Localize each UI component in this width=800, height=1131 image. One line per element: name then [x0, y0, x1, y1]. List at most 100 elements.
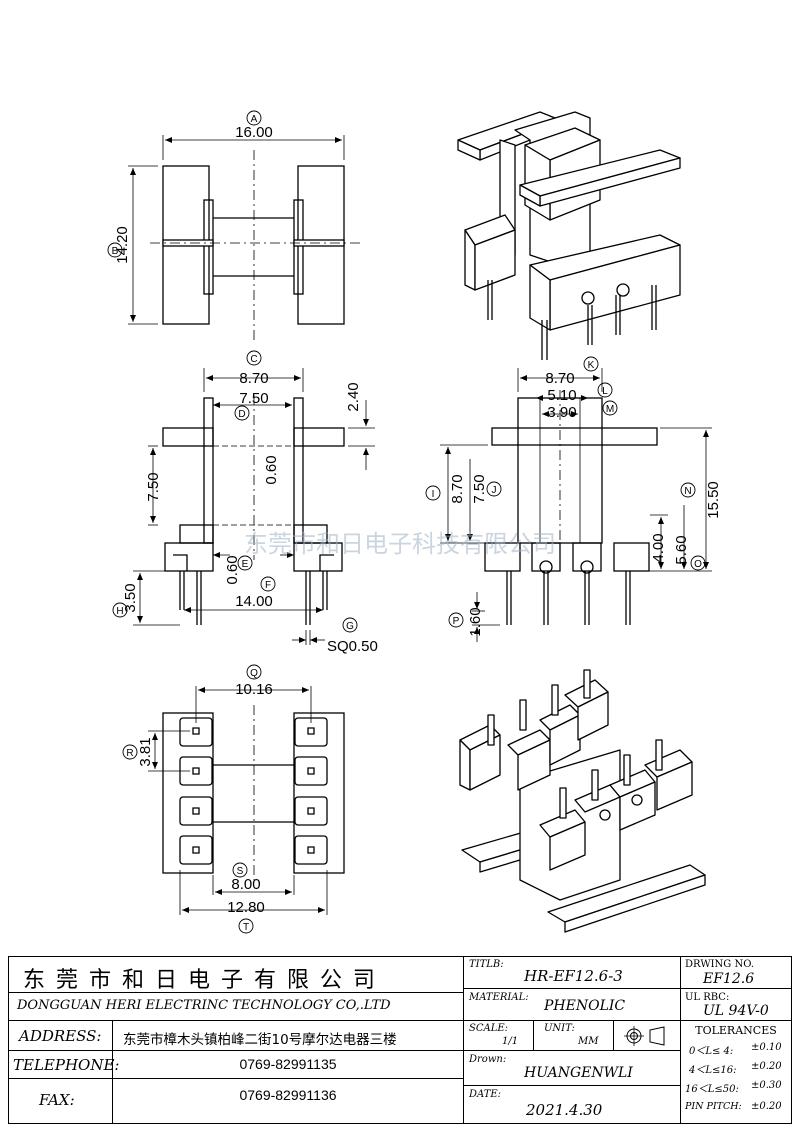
tag-T: T [243, 922, 249, 933]
tag-C: C [250, 354, 257, 365]
tol2-value: ±0.20 [751, 1061, 782, 1072]
address-value: 东莞市樟木头镇柏峰二街10号摩尔达电器三楼 [123, 1032, 397, 1048]
fax-label: FAX: [39, 1091, 75, 1109]
tag-M: M [606, 404, 614, 415]
tag-D: D [238, 409, 245, 420]
title-block: 东 莞 市 和 日 电 子 有 限 公 司 DONGGUAN HERI ELEC… [8, 956, 792, 1124]
tag-K: K [588, 360, 595, 371]
dim-E-value: 0.60 [224, 555, 241, 584]
dim-D-value: 7.50 [239, 390, 268, 407]
tol1-value: ±0.10 [751, 1042, 782, 1053]
front-view [112, 350, 375, 645]
top-view [107, 110, 360, 340]
dim-T-value: 12.80 [227, 899, 265, 916]
dim-J-value: 7.50 [471, 474, 488, 503]
tag-R: R [126, 748, 133, 759]
scale-value: 1/1 [502, 1036, 519, 1047]
isometric-view-top [457, 111, 681, 360]
dim-S-value: 8.00 [231, 876, 260, 893]
material-value: PHENOLIC [544, 998, 626, 1014]
tolerances-cell: TOLERANCES 0＜L≤ 4: ±0.10 4＜L≤16: ±0.20 1… [681, 1021, 791, 1123]
title-cell: TITLB: HR-EF12.6-3 [464, 957, 681, 989]
dim-B-value: 14.20 [114, 226, 131, 264]
isometric-view-bottom [459, 669, 706, 933]
dim-N-value: 15.50 [705, 481, 722, 519]
drawing-no-label: DRWING NO. [685, 959, 755, 970]
material-cell: MATERIAL: PHENOLIC [464, 989, 681, 1021]
dim-0-60-value: 0.60 [263, 455, 280, 484]
company-name-cn: 东 莞 市 和 日 电 子 有 限 公 司 [23, 968, 377, 993]
drawing-no-cell: DRWING NO. EF12.6 [681, 957, 791, 989]
unit-label: UNIT: [544, 1023, 575, 1034]
technical-drawing: A 16.00 B 14.20 [107, 110, 722, 934]
title-value: HR-EF12.6-3 [524, 967, 623, 985]
ul-cell: UL RBC: UL 94V-0 [681, 989, 791, 1021]
tag-L: L [602, 386, 608, 397]
fax-value-cell: 0769-82991136 [113, 1079, 464, 1123]
dim-P-value: 1.60 [467, 607, 484, 636]
drawing-no-value: EF12.6 [703, 971, 755, 987]
ul-label: UL RBC: [685, 992, 730, 1003]
tolerances-label: TOLERANCES [695, 1024, 777, 1037]
tag-Q: Q [250, 668, 258, 679]
address-label-cell: ADDRESS: [9, 1021, 113, 1051]
fax-value: 0769-82991136 [239, 1087, 337, 1103]
dim-F-value: 14.00 [235, 593, 273, 610]
tag-A: A [251, 114, 258, 125]
ul-value: UL 94V-0 [703, 1003, 769, 1019]
tag-N: N [684, 486, 691, 497]
tag-E: E [242, 559, 249, 570]
material-label: MATERIAL: [469, 992, 529, 1003]
scale-cell: SCALE: 1/1 [464, 1021, 534, 1051]
tag-S: S [237, 866, 244, 877]
company-name-en: DONGGUAN HERI ELECTRINC TECHNOLOGY CO,.L… [17, 998, 391, 1013]
tol2-range: 4＜L≤16: [689, 1065, 737, 1076]
dim-L-value: 5.10 [547, 387, 576, 404]
tol3-value: ±0.30 [751, 1080, 782, 1091]
drawn-value: HUANGENWLI [524, 1065, 633, 1081]
fax-label-cell: FAX: [9, 1079, 113, 1123]
pin-pitch-label: PIN PITCH: [685, 1101, 742, 1112]
tag-J: J [492, 485, 497, 496]
dim-O-value: 5.60 [673, 535, 690, 564]
dim-7-50-value: 7.50 [145, 472, 162, 501]
tag-P: P [453, 616, 460, 627]
dim-A-value: 16.00 [235, 124, 273, 141]
tol1-range: 0＜L≤ 4: [689, 1046, 734, 1057]
date-cell: DATE: 2021.4.30 [464, 1086, 681, 1123]
title-label: TITLB: [469, 959, 504, 970]
dim-C-value: 8.70 [239, 370, 268, 387]
dim-G-value: SQ0.50 [327, 638, 378, 655]
projection-symbol-icon [624, 1026, 665, 1046]
unit-value: MM [578, 1036, 599, 1047]
tag-O: O [694, 559, 702, 570]
dim-I-value: 8.70 [449, 474, 466, 503]
scale-label: SCALE: [469, 1023, 509, 1034]
dim-K-value: 8.70 [545, 370, 574, 387]
tag-H: H [116, 606, 123, 617]
pin-pitch-value: ±0.20 [751, 1101, 782, 1112]
drawn-label: Drown: [469, 1054, 507, 1065]
address-value-cell: 东莞市樟木头镇柏峰二街10号摩尔达电器三楼 [113, 1021, 464, 1051]
bottom-view [122, 664, 345, 934]
telephone-label: TELEPHONE: [13, 1056, 120, 1074]
unit-cell: UNIT: MM [534, 1021, 614, 1051]
watermark-text: 东莞市和日电子科技有限公司 [244, 530, 556, 558]
tag-G: G [346, 621, 354, 632]
company-en-cell: DONGGUAN HERI ELECTRINC TECHNOLOGY CO,.L… [9, 993, 464, 1021]
dim-2-40-value: 2.40 [345, 382, 362, 411]
date-label: DATE: [469, 1089, 502, 1100]
tol3-range: 16＜L≤50: [685, 1084, 739, 1095]
drawn-cell: Drown: HUANGENWLI [464, 1051, 681, 1086]
tag-B: B [112, 246, 119, 257]
date-value: 2021.4.30 [526, 1101, 603, 1119]
tag-F: F [265, 580, 271, 591]
dim-M-value: 3.90 [547, 404, 576, 421]
side-view [425, 356, 712, 642]
telephone-value-cell: 0769-82991135 [113, 1051, 464, 1079]
telephone-value: 0769-82991135 [239, 1056, 337, 1072]
company-cn-cell: 东 莞 市 和 日 电 子 有 限 公 司 [9, 957, 464, 993]
telephone-label-cell: TELEPHONE: [9, 1051, 119, 1079]
projection-symbol-cell [614, 1021, 681, 1051]
tag-I: I [432, 489, 435, 500]
